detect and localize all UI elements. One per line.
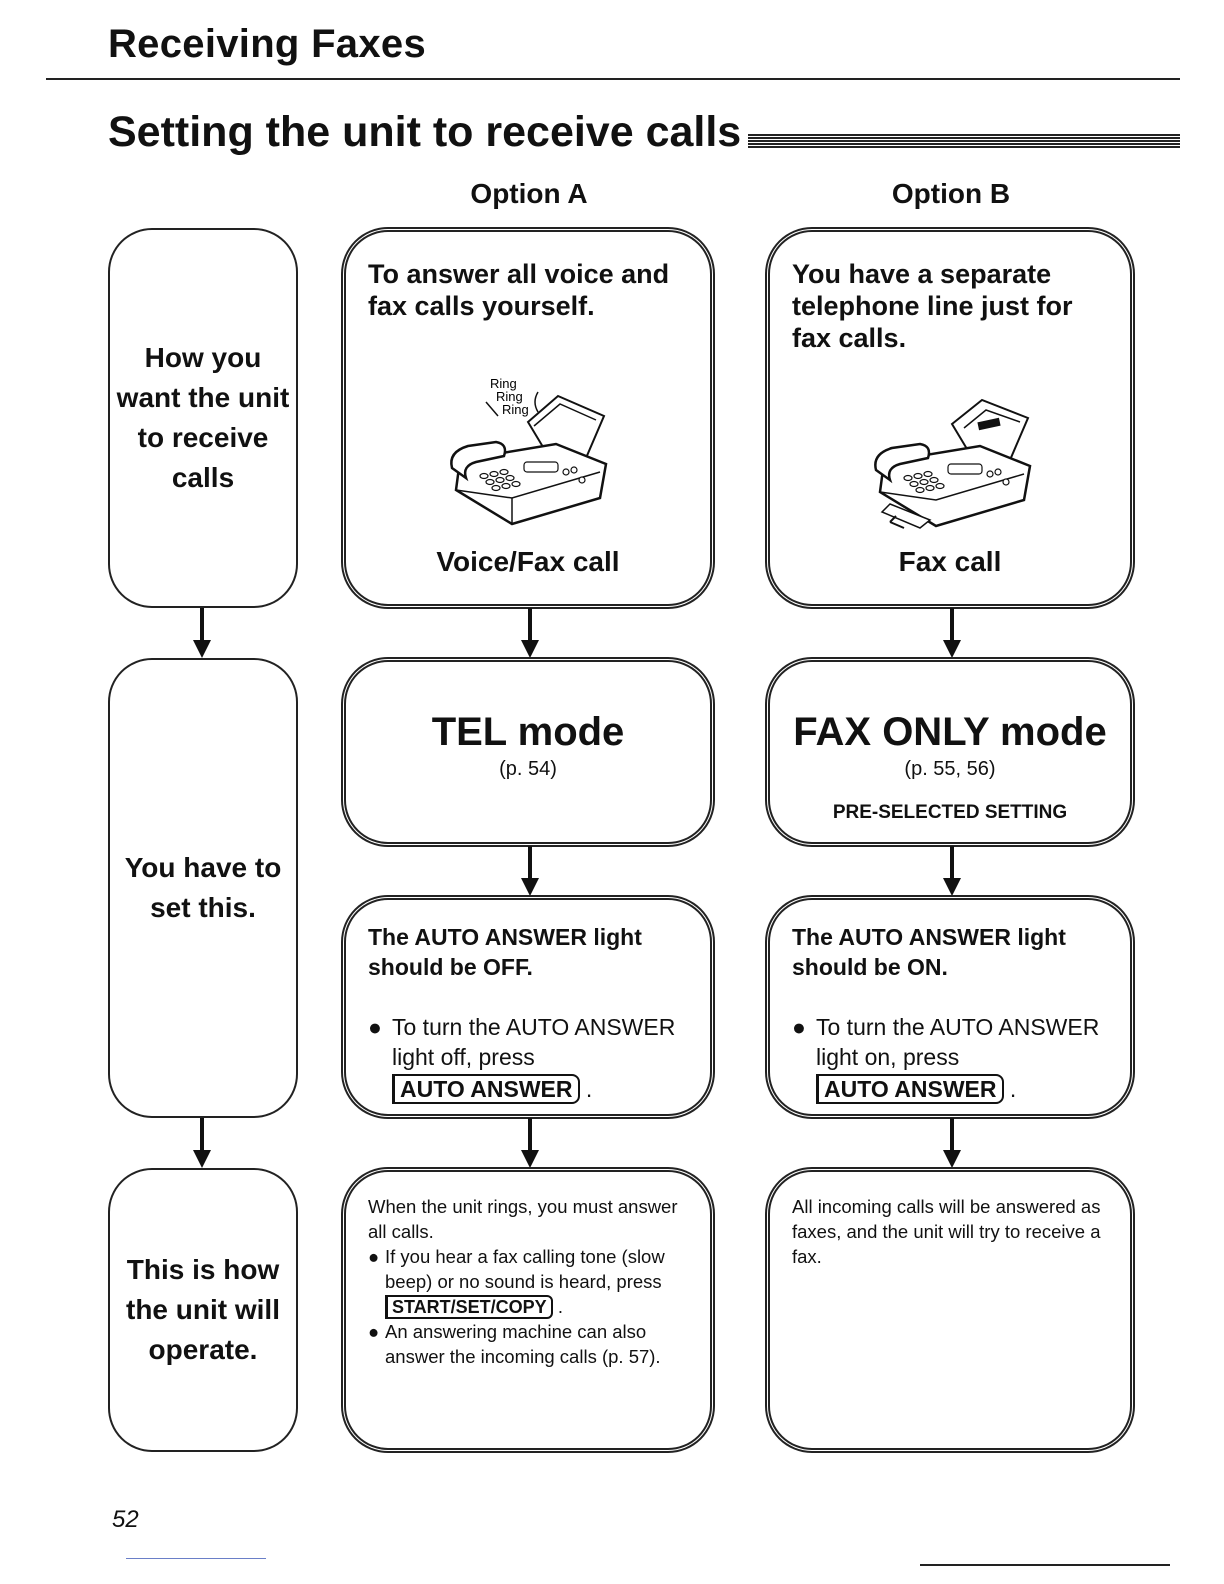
option-a-light-box: The AUTO ANSWER light should be OFF. ● To… (344, 898, 712, 1116)
ring-text: Ring (502, 402, 529, 417)
row-label-set: You have to set this. (108, 658, 298, 1118)
option-b-light-box: The AUTO ANSWER light should be ON. ● To … (768, 898, 1132, 1116)
operation-bullet-text: An answering machine can also answer the… (385, 1321, 661, 1367)
option-a-mode-page-ref: (p. 54) (499, 758, 557, 780)
fax-machine-receiving-icon (874, 398, 1032, 529)
row-label-how-line: want the unit (116, 382, 290, 413)
option-b-mode-title: FAX ONLY mode (793, 710, 1107, 754)
auto-answer-key: AUTO ANSWER (816, 1074, 1004, 1104)
footer-rule (920, 1564, 1170, 1566)
option-a-light-title: The AUTO ANSWER light should be OFF. (368, 924, 642, 980)
instruction-text: To turn the AUTO ANSWER (392, 1014, 676, 1040)
section-title: Setting the unit to receive calls (108, 108, 742, 156)
option-b-description-box: You have a separate telephone line just … (768, 230, 1132, 606)
row-label-how: How you want the unit to receive calls (108, 228, 298, 608)
option-b-operation-text: All incoming calls will be answered as f… (792, 1196, 1101, 1267)
option-b-figure-label: Fax call (898, 546, 1002, 577)
page-number: 52 (112, 1506, 139, 1533)
bullet-icon: ● (792, 1014, 806, 1040)
option-a-heading: Option A (470, 178, 588, 209)
operation-intro: When the unit rings, you must answer all… (368, 1196, 678, 1242)
ring-text: Ring (490, 376, 517, 391)
row-label-operate-line: the unit will (126, 1294, 280, 1325)
option-a-description: To answer all voice and fax calls yourse… (368, 259, 670, 321)
option-b-mode-box: FAX ONLY mode (p. 55, 56) PRE-SELECTED S… (768, 660, 1132, 844)
bullet-icon: ● (368, 1321, 380, 1342)
start-set-copy-key: START/SET/COPY (385, 1295, 553, 1319)
title-decorative-lines (748, 134, 1180, 148)
option-b-heading: Option B (891, 178, 1011, 209)
instruction-text: light on, press (816, 1044, 960, 1070)
option-a-operation-box: When the unit rings, you must answer all… (344, 1170, 712, 1450)
option-a-description-box: To answer all voice and fax calls yourse… (344, 230, 712, 606)
option-b-light-title: The AUTO ANSWER light should be ON. (792, 924, 1066, 980)
option-a-mode-title: TEL mode (431, 710, 625, 754)
row-label-how-line: How you (144, 342, 262, 373)
period-text: . (585, 1076, 593, 1102)
option-b-light-instruction: ● To turn the AUTO ANSWER light on, press… (792, 1012, 1120, 1104)
ring-text: Ring (496, 389, 523, 404)
row-label-set-line: set this. (150, 892, 256, 923)
option-b-description: You have a separate telephone line just … (792, 259, 1073, 353)
auto-answer-key: AUTO ANSWER (392, 1074, 580, 1104)
option-b-operation-box: All incoming calls will be answered as f… (768, 1170, 1132, 1450)
option-a-operation-text: When the unit rings, you must answer all… (368, 1194, 696, 1369)
footer-rule (126, 1558, 266, 1559)
row-label-how-line: to receive (137, 422, 269, 453)
option-b-mode-page-ref: (p. 55, 56) (904, 758, 996, 780)
header-divider (46, 78, 1180, 80)
bullet-icon: ● (368, 1246, 380, 1267)
option-a-mode-box: TEL mode (p. 54) (344, 660, 712, 844)
bullet-icon: ● (368, 1014, 382, 1040)
row-label-how-line: calls (171, 462, 235, 493)
instruction-text: To turn the AUTO ANSWER (816, 1014, 1100, 1040)
page-header-title: Receiving Faxes (108, 22, 426, 66)
option-a-light-instruction: ● To turn the AUTO ANSWER light off, pres… (368, 1012, 700, 1104)
preselected-setting-label: PRE-SELECTED SETTING (832, 802, 1068, 823)
row-label-operate-line: This is how (126, 1254, 280, 1285)
fax-machine-ringing-icon: Ring Ring Ring (450, 376, 608, 526)
row-label-operate-line: operate. (148, 1334, 258, 1365)
operation-bullet-text: If you hear a fax calling tone (slow bee… (385, 1246, 665, 1292)
instruction-text: light off, press (392, 1044, 535, 1070)
period-text: . (557, 1296, 563, 1317)
period-text: . (1009, 1076, 1017, 1102)
row-label-set-line: You have to (124, 852, 282, 883)
row-label-operate: This is how the unit will operate. (108, 1168, 298, 1452)
option-a-figure-label: Voice/Fax call (436, 546, 620, 577)
